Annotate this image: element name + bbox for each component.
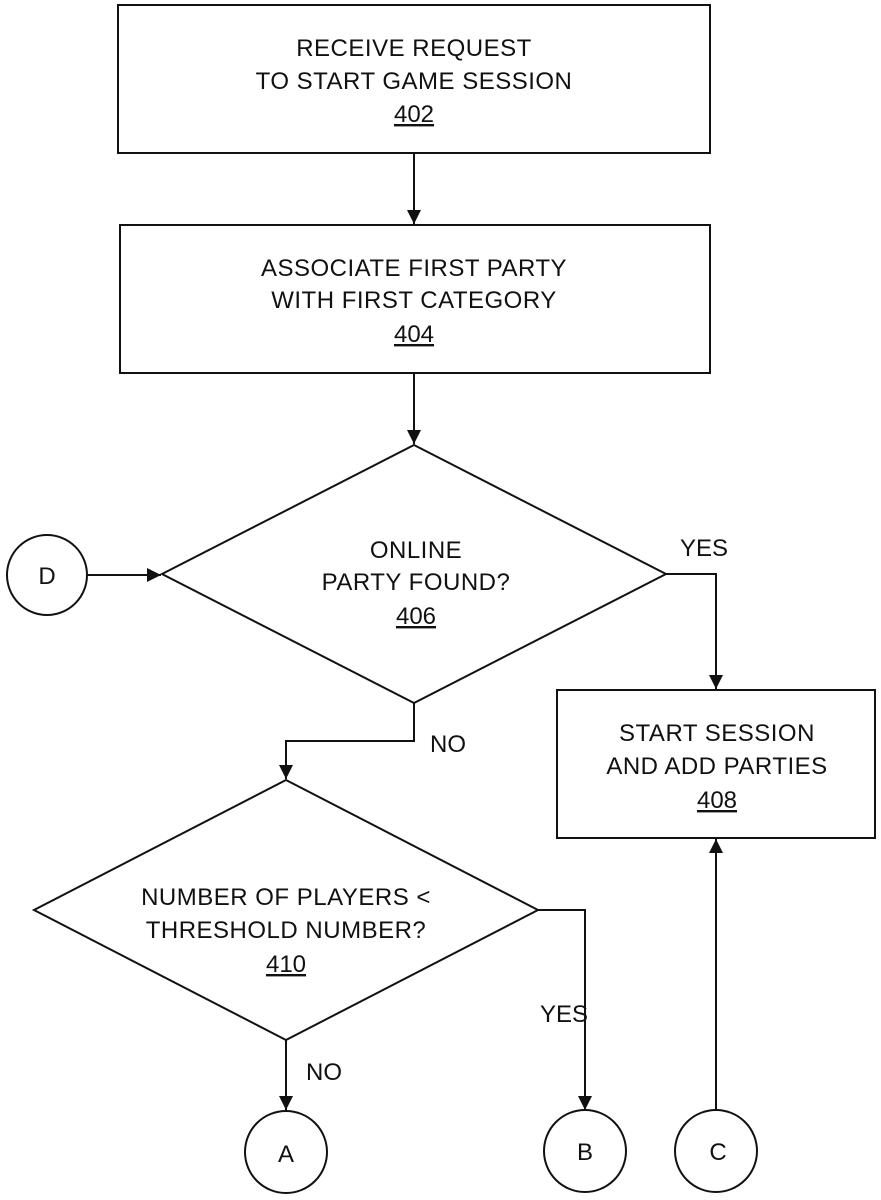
step-402-line-1: RECEIVE REQUEST (296, 35, 532, 62)
step-404-box: ASSOCIATE FIRST PARTY WITH FIRST CATEGOR… (120, 225, 710, 373)
decision-406-no-label: NO (430, 731, 466, 758)
step-404-line-1: ASSOCIATE FIRST PARTY (261, 255, 567, 282)
decision-406-diamond: ONLINE PARTY FOUND? 406 (162, 445, 666, 703)
step-408-line-2: AND ADD PARTIES (606, 753, 827, 780)
step-402-line-2: TO START GAME SESSION (256, 68, 573, 95)
decision-406-ref: 406 (396, 603, 436, 630)
step-402-ref: 402 (394, 101, 434, 128)
connector-c: C (675, 1110, 757, 1192)
connector-a: A (245, 1111, 327, 1193)
connector-d-label: D (38, 563, 55, 590)
arrow-406-yes-to-408 (666, 574, 716, 689)
step-408-ref: 408 (697, 787, 737, 814)
step-404-ref: 404 (394, 321, 434, 348)
step-408-line-1: START SESSION (619, 720, 815, 747)
connector-b-label: B (577, 1139, 593, 1166)
connector-c-label: C (709, 1139, 726, 1166)
decision-406-line-2: PARTY FOUND? (322, 569, 511, 596)
decision-406-yes-label: YES (680, 535, 728, 562)
decision-410-diamond: NUMBER OF PLAYERS < THRESHOLD NUMBER? 41… (34, 780, 538, 1040)
decision-410-no-label: NO (306, 1059, 342, 1086)
connector-a-label: A (278, 1141, 294, 1168)
decision-410-ref: 410 (266, 951, 306, 978)
arrow-406-no-to-410 (286, 703, 414, 779)
step-402-box: RECEIVE REQUEST TO START GAME SESSION 40… (118, 5, 710, 153)
step-404-line-2: WITH FIRST CATEGORY (271, 287, 557, 314)
connector-b: B (544, 1110, 626, 1192)
connector-d: D (7, 535, 87, 615)
decision-410-yes-label: YES (540, 1001, 588, 1028)
decision-410-line-2: THRESHOLD NUMBER? (146, 917, 427, 944)
decision-406-line-1: ONLINE (370, 537, 462, 564)
step-408-box: START SESSION AND ADD PARTIES 408 (557, 690, 875, 838)
decision-410-line-1: NUMBER OF PLAYERS < (141, 884, 431, 911)
